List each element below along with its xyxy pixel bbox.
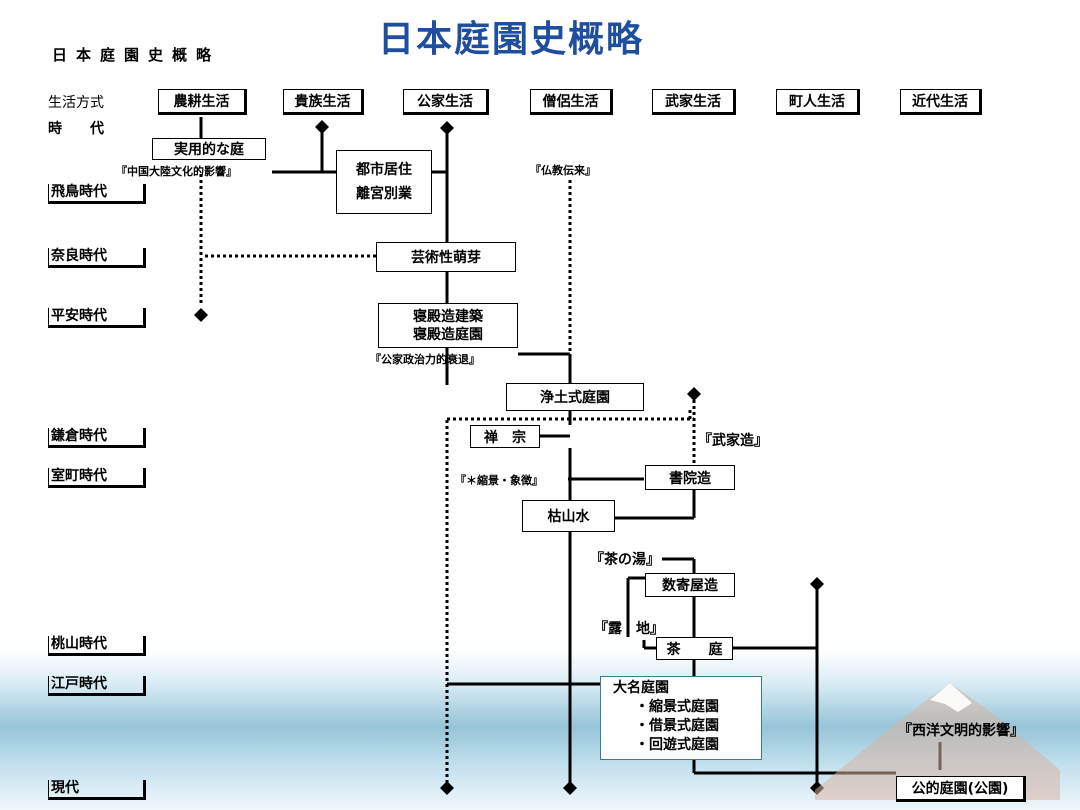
era-kamakura: 鎌倉時代 bbox=[48, 428, 146, 448]
category-monk: 僧侶生活 bbox=[530, 89, 613, 115]
annotation-symbolism: 『＊縮景・象徴』 bbox=[455, 474, 543, 487]
annotation-kuge-decline: 『公家政治力的衰退』 bbox=[370, 353, 480, 366]
category-townsfolk: 町人生活 bbox=[776, 89, 860, 115]
daimyo-item-1: ・縮景式庭園 bbox=[635, 699, 719, 715]
page-subtitle: 日本庭園史概略 bbox=[52, 46, 221, 64]
node-practical-garden: 実用的な庭 bbox=[152, 138, 266, 160]
era-heian: 平安時代 bbox=[48, 308, 146, 328]
node-shoin: 書院造 bbox=[645, 465, 735, 490]
node-zen: 禅 宗 bbox=[470, 425, 540, 448]
node-art-sprout: 芸術性萌芽 bbox=[376, 242, 516, 272]
annotation-western-influence: 『西洋文明的影響』 bbox=[898, 723, 1024, 739]
era-asuka: 飛鳥時代 bbox=[48, 184, 146, 204]
category-aristocrat: 貴族生活 bbox=[283, 89, 364, 115]
category-court-noble: 公家生活 bbox=[403, 89, 489, 115]
era-nara: 奈良時代 bbox=[48, 248, 146, 268]
annotation-china-influence: 『中国大陸文化的影響』 bbox=[116, 165, 237, 178]
category-farming: 農耕生活 bbox=[158, 89, 247, 115]
annotation-buddhism: 『仏教伝来』 bbox=[530, 164, 596, 177]
urban-line-1: 都市居住 bbox=[356, 162, 412, 178]
annotation-roji: 『露 地』 bbox=[594, 621, 664, 637]
node-daimyo-garden: 大名庭園 ・縮景式庭園 ・借景式庭園 ・回遊式庭園 bbox=[600, 676, 762, 760]
daimyo-item-3: ・回遊式庭園 bbox=[635, 737, 719, 753]
annotation-buke-zukuri: 『武家造』 bbox=[698, 433, 768, 449]
node-jodo-garden: 浄土式庭園 bbox=[506, 383, 644, 411]
node-karesansui: 枯山水 bbox=[522, 500, 615, 532]
annotation-tea-ceremony: 『茶の湯』 bbox=[590, 552, 660, 568]
category-samurai: 武家生活 bbox=[652, 89, 736, 115]
daimyo-title: 大名庭園 bbox=[613, 680, 669, 696]
category-modern: 近代生活 bbox=[900, 89, 982, 115]
node-shinden: 寝殿造建築 寝殿造庭園 bbox=[378, 303, 518, 348]
daimyo-item-2: ・借景式庭園 bbox=[635, 718, 719, 734]
lifestyle-label: 生活方式 bbox=[48, 95, 104, 111]
shinden-line-1: 寝殿造建築 bbox=[413, 308, 483, 325]
page-title: 日本庭園史概略 bbox=[378, 19, 645, 60]
era-edo: 江戸時代 bbox=[48, 676, 146, 696]
node-chatei: 茶 庭 bbox=[656, 637, 733, 660]
node-urban-living: 都市居住 離宮別業 bbox=[336, 150, 432, 214]
shinden-line-2: 寝殿造庭園 bbox=[413, 326, 483, 343]
era-momoyama: 桃山時代 bbox=[48, 636, 146, 656]
era-label: 時 代 bbox=[48, 121, 104, 137]
urban-line-2: 離宮別業 bbox=[356, 186, 412, 202]
era-modern: 現代 bbox=[48, 780, 146, 800]
era-muromachi: 室町時代 bbox=[48, 468, 146, 488]
node-public-park: 公的庭園(公園) bbox=[896, 776, 1026, 802]
node-sukiya: 数寄屋造 bbox=[645, 573, 735, 597]
